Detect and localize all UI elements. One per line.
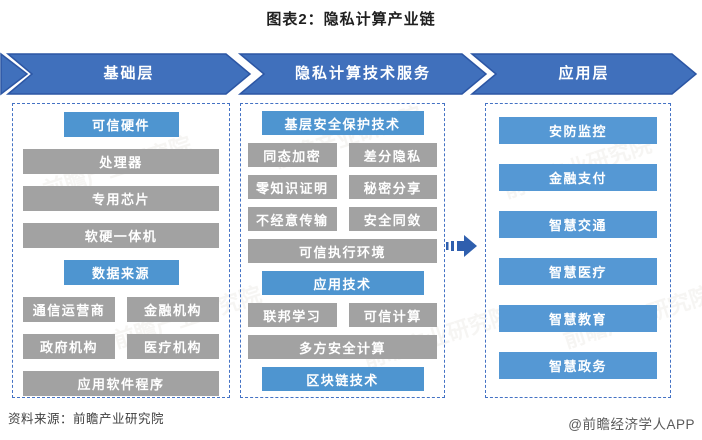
row: 多方安全计算 (248, 335, 437, 359)
row: 通信运营商 金融机构 (23, 297, 219, 322)
row: 数据来源 (23, 260, 219, 285)
tech-box: 零知识证明 (248, 175, 337, 199)
band-segment-base (5, 53, 252, 95)
base-box: 通信运营商 (23, 297, 115, 322)
tech-box: 可信计算 (348, 303, 437, 327)
tech-box: 可信执行环境 (248, 239, 437, 263)
tech-box: 区块链技术 (261, 367, 424, 391)
base-box: 应用软件程序 (23, 371, 219, 396)
base-box: 处理器 (23, 149, 219, 174)
tech-box: 安全同敛 (348, 207, 437, 231)
tech-layer-panel: 基层安全保护技术 同态加密 差分隐私 零知识证明 秘密分享 不经意传输 安全同敛… (240, 103, 445, 398)
row: 可信硬件 (23, 112, 219, 137)
row: 基层安全保护技术 (248, 111, 437, 135)
stage-band (0, 52, 702, 96)
base-box: 政府机构 (23, 334, 115, 359)
base-box: 软硬一体机 (23, 223, 219, 248)
row: 可信执行环境 (248, 239, 437, 263)
credit-note: @前瞻经济学人APP (568, 417, 695, 432)
band-lead-chevron (0, 52, 29, 96)
tech-box: 多方安全计算 (248, 335, 437, 359)
band-segment-app (469, 53, 698, 95)
tech-box: 同态加密 (248, 143, 337, 167)
row: 区块链技术 (248, 367, 437, 391)
base-layer-panel: 可信硬件 处理器 专用芯片 软硬一体机 数据来源 通信运营商 金融机构 政府机构… (12, 103, 230, 398)
source-note: 资料来源：前瞻产业研究院 (8, 412, 165, 426)
app-box: 金融支付 (499, 164, 657, 191)
base-box: 数据来源 (63, 260, 179, 285)
row: 联邦学习 可信计算 (248, 303, 437, 327)
base-box: 可信硬件 (63, 112, 179, 137)
row: 专用芯片 (23, 186, 219, 211)
row: 同态加密 差分隐私 (248, 143, 437, 167)
app-box: 智慧医疗 (499, 258, 657, 285)
row: 不经意传输 安全同敛 (248, 207, 437, 231)
base-box: 专用芯片 (23, 186, 219, 211)
flow-arrow-icon (445, 230, 479, 267)
row: 应用软件程序 (23, 371, 219, 396)
base-box: 金融机构 (127, 297, 219, 322)
tech-box: 秘密分享 (348, 175, 437, 199)
app-box: 智慧交通 (499, 211, 657, 238)
app-layer-panel: 安防监控 金融支付 智慧交通 智慧医疗 智慧教育 智慧政务 (485, 103, 671, 398)
app-box: 智慧教育 (499, 305, 657, 332)
row: 应用技术 (248, 271, 437, 295)
tech-box: 联邦学习 (248, 303, 337, 327)
tech-box: 应用技术 (261, 271, 424, 295)
tech-box: 基层安全保护技术 (261, 111, 424, 135)
row: 政府机构 医疗机构 (23, 334, 219, 359)
stage-band-shape (0, 52, 698, 96)
flow-arrow-shape (446, 235, 477, 257)
tech-box: 不经意传输 (248, 207, 337, 231)
tech-box: 差分隐私 (348, 143, 437, 167)
row: 处理器 (23, 149, 219, 174)
app-box: 智慧政务 (499, 352, 657, 379)
page-title: 图表2：隐私计算产业链 (266, 11, 436, 28)
row: 软硬一体机 (23, 223, 219, 248)
row: 零知识证明 秘密分享 (248, 175, 437, 199)
app-box: 安防监控 (499, 117, 657, 144)
base-box: 医疗机构 (127, 334, 219, 359)
band-segment-tech (237, 53, 488, 95)
